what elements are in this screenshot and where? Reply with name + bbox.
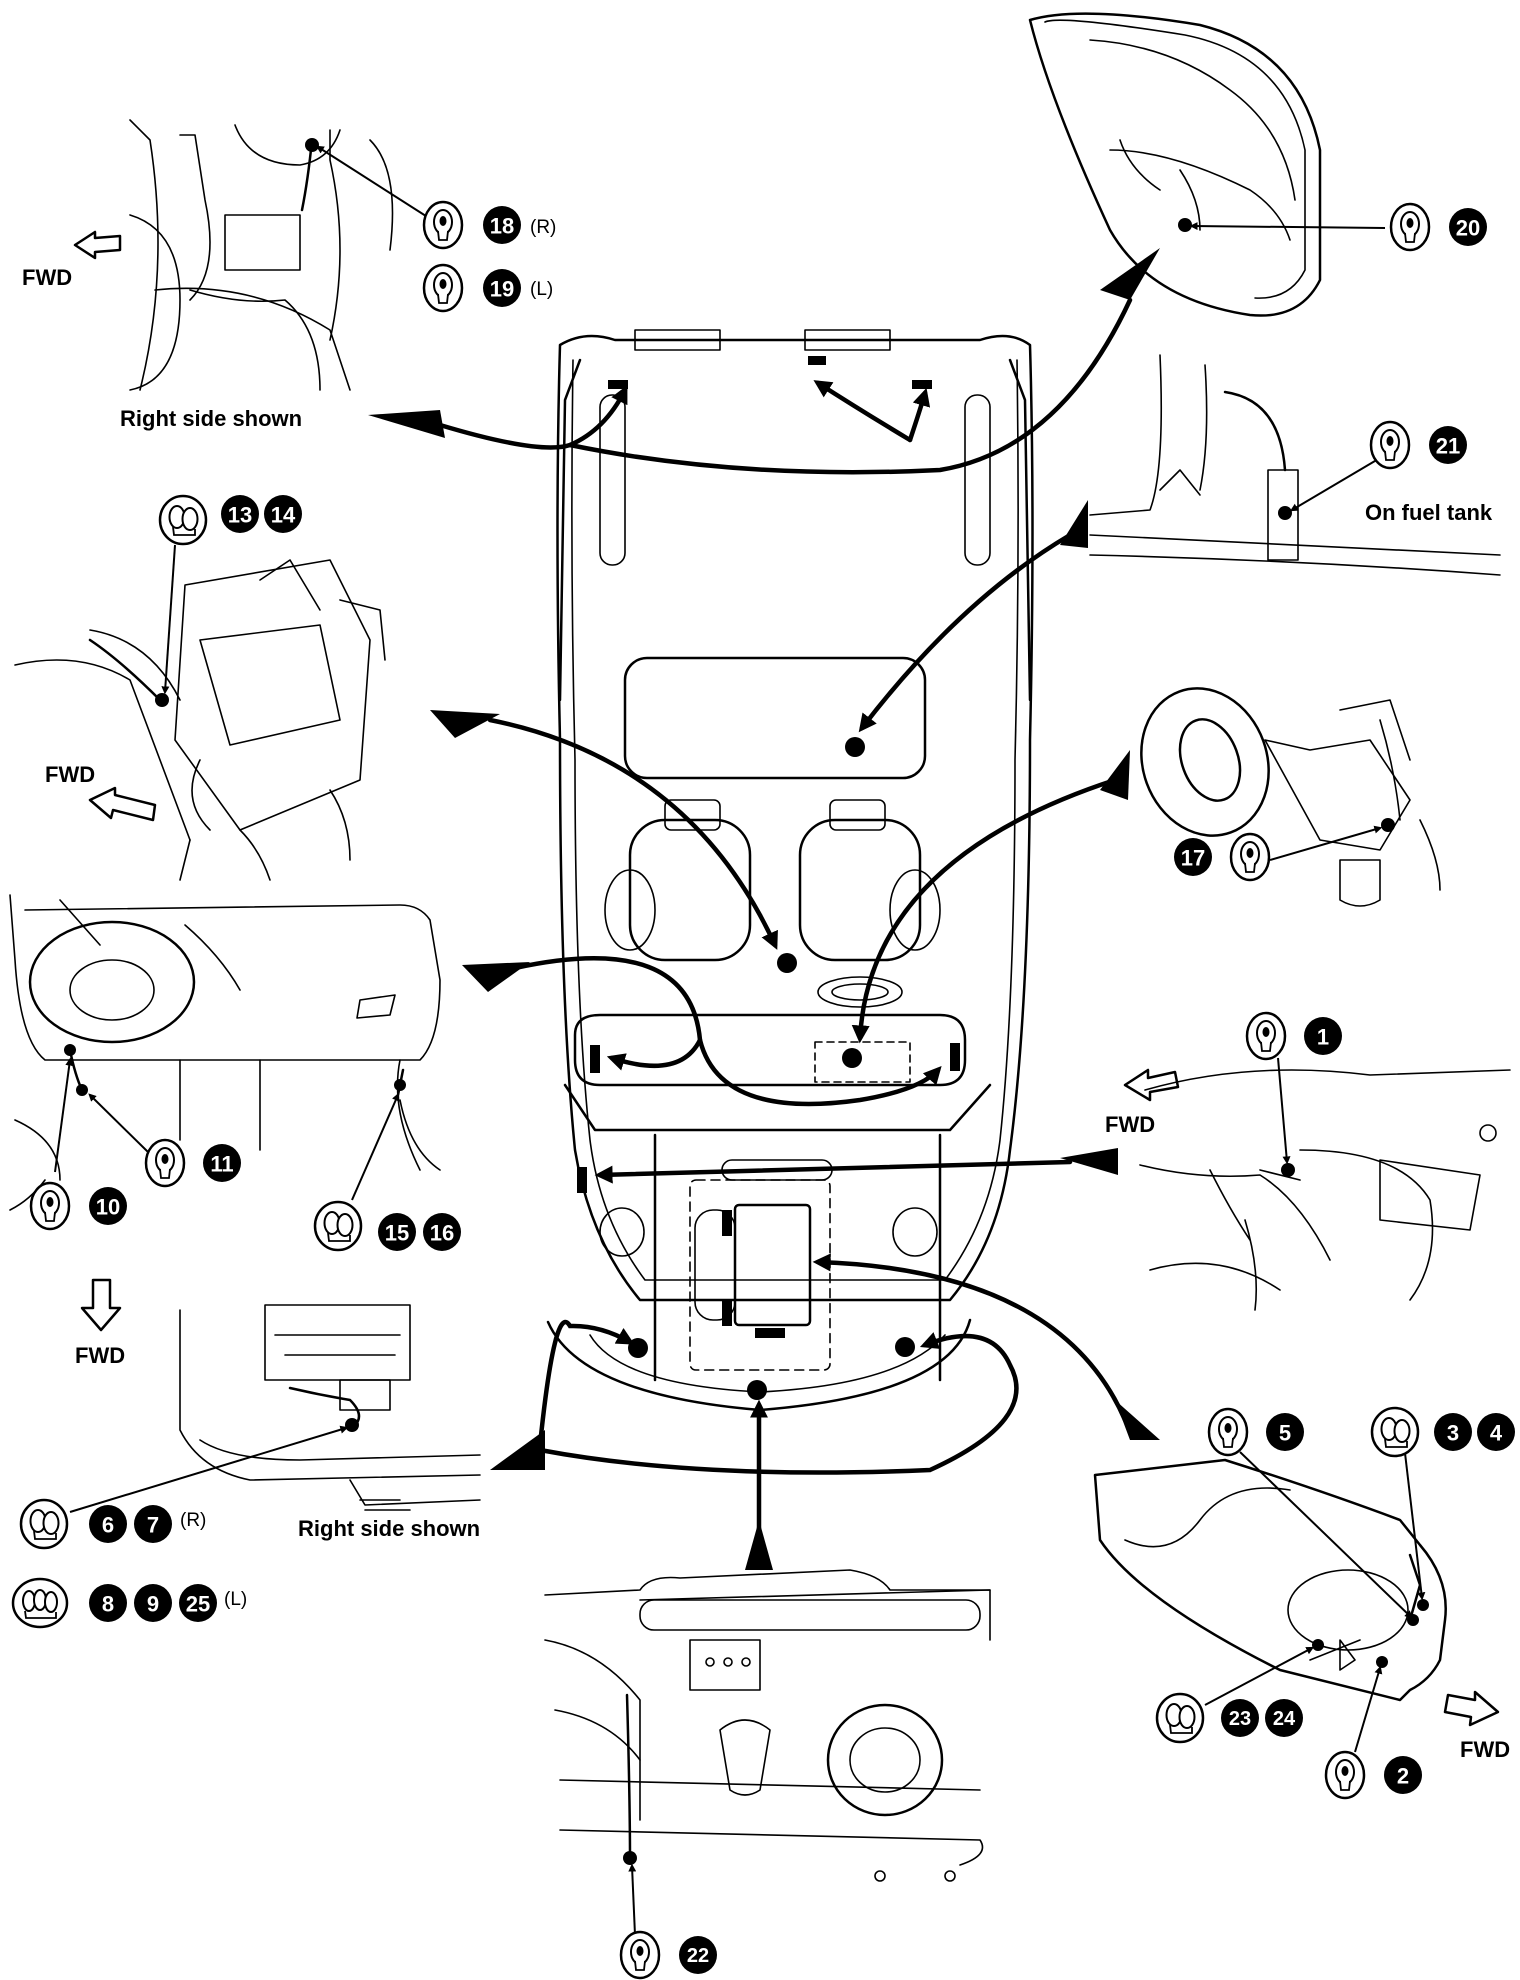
connector-plug-icon: [1369, 420, 1411, 470]
connector-plug-icon: [158, 494, 208, 546]
connector-8-9-25-callout: 8 9 25 (L): [11, 1577, 247, 1629]
right-side-shown-label-top: Right side shown: [120, 406, 302, 431]
connector-20-callout: 20: [1389, 202, 1487, 252]
vehicle-top-view: [546, 329, 1034, 1412]
connector-plug-icon: [144, 1138, 186, 1188]
connector-number-11: 11: [210, 1152, 233, 1177]
connector-number-5: 5: [1279, 1421, 1291, 1446]
connector-1-callout: 1: [1245, 1011, 1342, 1061]
connector-number-4: 4: [1490, 1421, 1503, 1446]
left-side-tag: (L): [530, 279, 553, 300]
fwd-label: FWD: [1460, 1737, 1510, 1762]
fwd-arrow-panel-engine: FWD: [1105, 1068, 1180, 1137]
connector-plug-icon: [1155, 1692, 1205, 1744]
connector-number-21: 21: [1436, 434, 1460, 459]
panel-steering-column: [1140, 687, 1441, 907]
connector-11-callout: 11: [144, 1138, 241, 1188]
connector-21-callout: 21: [1369, 420, 1467, 470]
connector-5-callout: 5: [1207, 1407, 1304, 1457]
connector-10-callout: 10: [29, 1181, 127, 1231]
connector-23-24-callout: 23 24: [1155, 1692, 1303, 1744]
vehicle-markers: [577, 356, 960, 1400]
connector-number-9: 9: [147, 1592, 159, 1617]
connector-3-4-callout: 3 4: [1370, 1406, 1515, 1458]
panel-pillar-right: [129, 119, 441, 391]
connector-number-22: 22: [687, 1945, 709, 1967]
connector-6-7-callout: 6 7 (R): [19, 1498, 206, 1550]
callout-routes: [368, 248, 1160, 1570]
connector-number-8: 8: [102, 1592, 114, 1617]
right-side-tag: (R): [530, 217, 556, 238]
connector-2-callout: 2: [1324, 1750, 1422, 1800]
panel-engine-room: [1139, 1057, 1511, 1311]
connector-number-17: 17: [1181, 846, 1205, 871]
left-side-tag: (L): [224, 1589, 247, 1610]
connector-number-20: 20: [1456, 216, 1480, 241]
panel-bumper-harness: [1093, 1451, 1447, 1753]
connector-17-callout: 17: [1174, 832, 1271, 882]
connector-number-25: 25: [186, 1592, 210, 1617]
fwd-arrow-panel-tl: FWD: [22, 230, 122, 290]
fwd-arrow-panel-bumper: FWD: [1443, 1690, 1510, 1762]
connector-15-16-callout: 15 16: [313, 1200, 461, 1252]
connector-plug-icon: [1229, 832, 1271, 882]
connector-number-1: 1: [1317, 1025, 1329, 1050]
connector-number-14: 14: [271, 503, 296, 528]
connector-plug-icon: [1389, 202, 1431, 252]
on-fuel-tank-label: On fuel tank: [1365, 500, 1493, 525]
connector-plug-icon: [619, 1930, 661, 1980]
connector-plug-icon: [1207, 1407, 1249, 1457]
connector-number-19: 19: [490, 277, 514, 302]
fwd-label: FWD: [22, 265, 72, 290]
panel-floor-side: [69, 1304, 481, 1513]
connector-18-callout: 18 (R): [422, 200, 556, 250]
fwd-label: FWD: [1105, 1112, 1155, 1137]
connector-number-7: 7: [147, 1513, 159, 1538]
connector-plug-icon: [313, 1200, 363, 1252]
right-side-tag: (R): [180, 1510, 206, 1531]
fwd-label: FWD: [75, 1343, 125, 1368]
panel-rear-hatch: [1028, 12, 1386, 317]
panel-underbody: [544, 1569, 991, 1936]
connector-plug-icon: [11, 1577, 69, 1629]
connector-plug-icon: [1245, 1011, 1287, 1061]
connector-number-10: 10: [96, 1195, 120, 1220]
connector-plug-icon: [1370, 1406, 1420, 1458]
connector-plug-icon: [422, 200, 464, 250]
connector-22-callout: 22: [619, 1930, 717, 1980]
panel-airbag-module: [14, 544, 386, 881]
connector-number-15: 15: [385, 1221, 409, 1246]
connector-plug-icon: [422, 263, 464, 313]
fwd-label: FWD: [45, 762, 95, 787]
fwd-arrow-panel-airbag: FWD: [45, 762, 157, 822]
connector-19-callout: 19 (L): [422, 263, 553, 313]
connector-number-3: 3: [1447, 1421, 1459, 1446]
fwd-arrow-panel-instrument: FWD: [75, 1278, 125, 1368]
connector-plug-icon: [29, 1181, 71, 1231]
right-side-shown-label-bottom: Right side shown: [298, 1516, 480, 1541]
connector-number-24: 24: [1273, 1708, 1296, 1730]
connector-number-18: 18: [490, 214, 514, 239]
connector-plug-icon: [19, 1498, 69, 1550]
connector-13-14-callout: 13 14: [158, 494, 302, 546]
panel-fuel-tank: [1089, 354, 1501, 576]
connector-number-16: 16: [430, 1221, 454, 1246]
connector-number-13: 13: [228, 503, 252, 528]
connector-plug-icon: [1324, 1750, 1366, 1800]
connector-number-2: 2: [1397, 1764, 1409, 1789]
panel-instrument: [9, 894, 441, 1211]
connector-number-23: 23: [1229, 1708, 1251, 1730]
connector-number-6: 6: [102, 1513, 114, 1538]
